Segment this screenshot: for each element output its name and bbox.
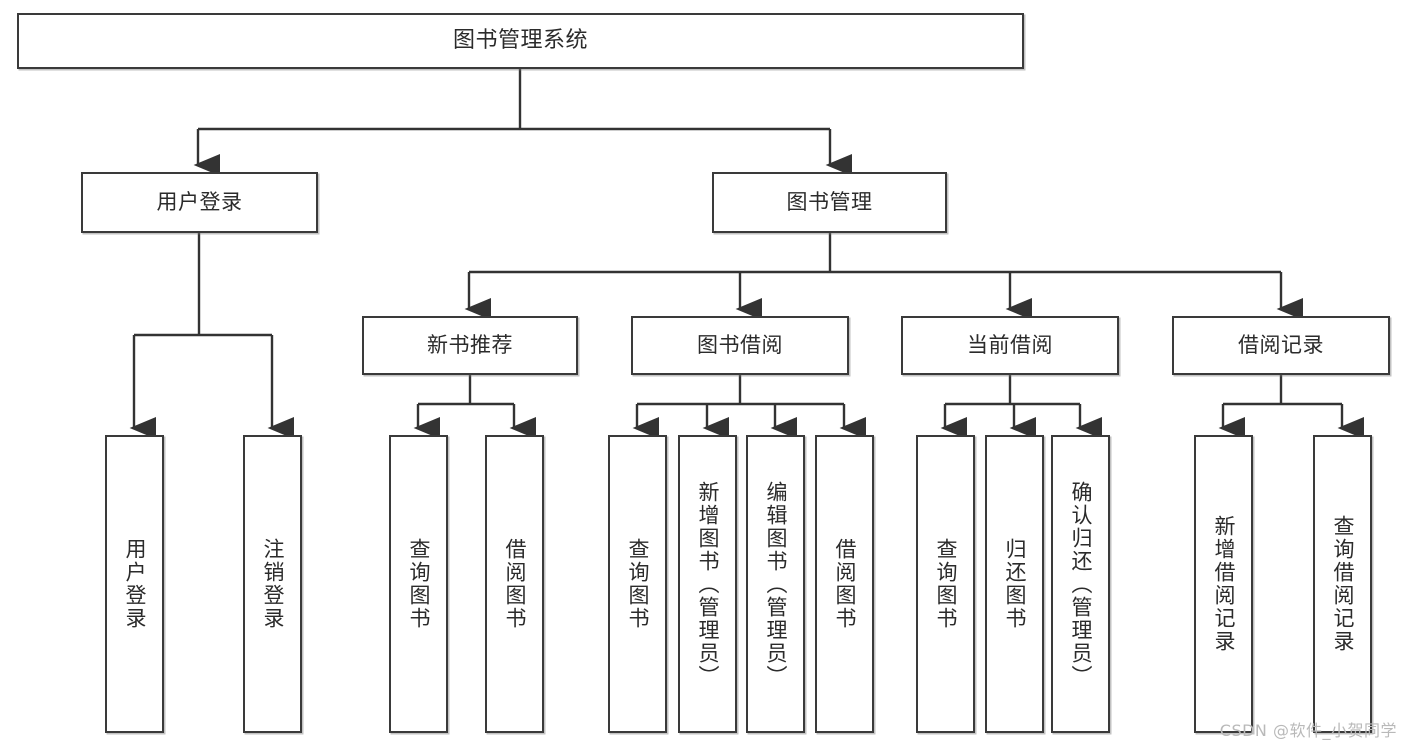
node-label: 确认归还（管理员） — [1069, 480, 1093, 688]
node-label: 查询图书 — [934, 538, 958, 630]
leaf-borrow-record-add[interactable]: 新增借阅记录 — [1194, 435, 1253, 733]
node-label: 图书管理 — [786, 190, 873, 215]
node-label: 用户登录 — [123, 538, 147, 630]
leaf-book-borrow-borrow[interactable]: 借阅图书 — [815, 435, 874, 733]
watermark: CSDN @软件_小贺同学 — [1219, 721, 1397, 740]
node-label: 归还图书 — [1003, 538, 1027, 630]
node-label: 借阅图书 — [833, 538, 857, 630]
node-label: 图书借阅 — [697, 333, 783, 358]
node-label: 查询图书 — [626, 538, 650, 630]
node-label: 借阅记录 — [1238, 333, 1324, 358]
node-label: 新增图书（管理员） — [696, 480, 720, 688]
node-borrow-record[interactable]: 借阅记录 — [1172, 316, 1390, 375]
node-label: 查询借阅记录 — [1331, 515, 1355, 653]
node-user-login[interactable]: 用户登录 — [81, 172, 318, 233]
node-new-book-recommend[interactable]: 新书推荐 — [362, 316, 578, 375]
leaf-current-borrow-return[interactable]: 归还图书 — [985, 435, 1044, 733]
leaf-current-borrow-query[interactable]: 查询图书 — [916, 435, 975, 733]
node-current-borrow[interactable]: 当前借阅 — [901, 316, 1119, 375]
node-label: 新增借阅记录 — [1212, 515, 1236, 653]
node-label: 图书管理系统 — [452, 28, 588, 54]
leaf-new-book-query[interactable]: 查询图书 — [389, 435, 448, 733]
leaf-book-borrow-query[interactable]: 查询图书 — [608, 435, 667, 733]
node-label: 新书推荐 — [427, 333, 513, 358]
node-label: 查询图书 — [407, 538, 431, 630]
node-label: 编辑图书（管理员） — [764, 480, 788, 688]
leaf-borrow-record-query[interactable]: 查询借阅记录 — [1313, 435, 1372, 733]
node-root-system[interactable]: 图书管理系统 — [17, 13, 1024, 69]
leaf-user-login-signout[interactable]: 注销登录 — [243, 435, 302, 733]
leaf-book-borrow-edit[interactable]: 编辑图书（管理员） — [746, 435, 805, 733]
node-label: 注销登录 — [261, 538, 285, 630]
leaf-user-login-signin[interactable]: 用户登录 — [105, 435, 164, 733]
node-book-management[interactable]: 图书管理 — [712, 172, 947, 233]
node-label: 用户登录 — [156, 190, 243, 215]
leaf-new-book-borrow[interactable]: 借阅图书 — [485, 435, 544, 733]
node-label: 当前借阅 — [967, 333, 1053, 358]
node-label: 借阅图书 — [503, 538, 527, 630]
leaf-book-borrow-add[interactable]: 新增图书（管理员） — [678, 435, 737, 733]
leaf-current-borrow-confirm[interactable]: 确认归还（管理员） — [1051, 435, 1110, 733]
node-book-borrow[interactable]: 图书借阅 — [631, 316, 849, 375]
